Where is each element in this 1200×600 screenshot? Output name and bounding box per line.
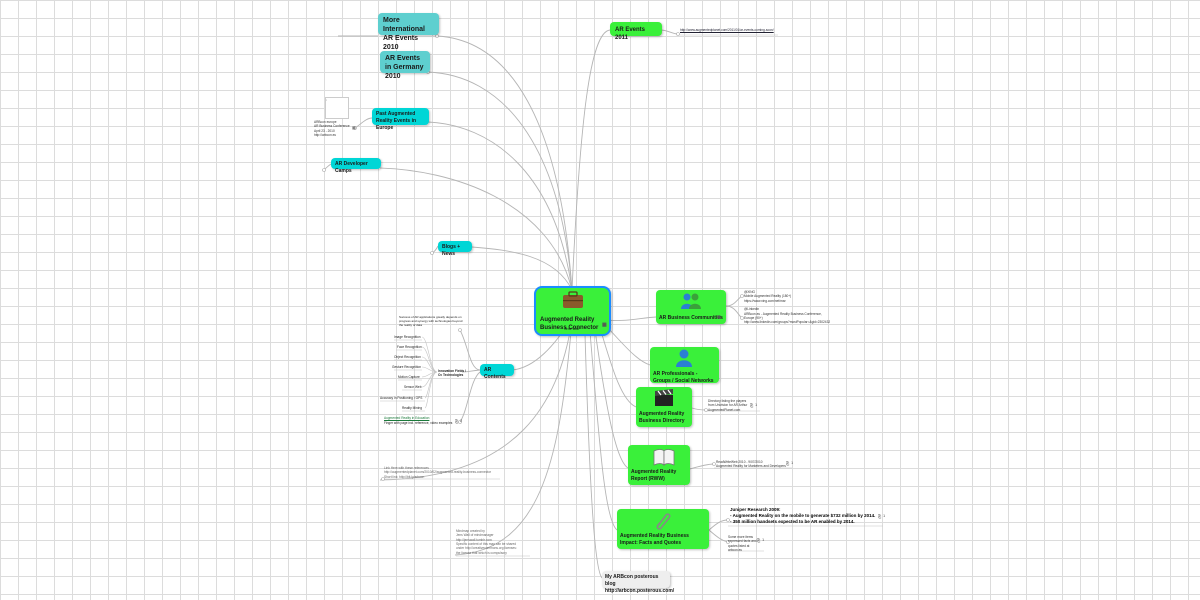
report-title: Augmented Reality Report (RWW) — [631, 469, 677, 482]
image-placeholder-icon: ▫ — [325, 97, 349, 119]
node-dev-camps[interactable]: AR Developer Camps — [331, 158, 381, 174]
node-report[interactable]: Augmented Reality Report (RWW) — [628, 445, 690, 485]
juniper-count: 1 — [883, 513, 886, 518]
node-professionals[interactable]: AR Professionals - Groups / Social Netwo… — [650, 347, 719, 384]
report-note: ReadWriteWeb 2010 - 9/07/2010 Augmented … — [716, 460, 786, 469]
node-business-impact[interactable]: Augmented Reality Business Impact: Facts… — [617, 509, 709, 549]
node-ar-events-2011[interactable]: AR Events 2011 — [610, 22, 662, 41]
directory-note: Directory listing the players from Univi… — [708, 399, 748, 412]
node-blog[interactable]: My ARBcon posterous blog http://arbcon.p… — [602, 571, 674, 594]
central-sublabel: Jens Wall — [564, 327, 580, 331]
node-business-communities[interactable]: AR Business Communities ▦ — [656, 290, 726, 324]
paperclip-icon — [652, 512, 672, 530]
field-face-recognition[interactable]: Face Recognition — [397, 345, 422, 349]
attachment-icon: ⎘ — [786, 461, 790, 466]
field-image-recognition[interactable]: Image Recognition — [394, 335, 421, 339]
field-gesture-recognition[interactable]: Gesture Recognition — [392, 365, 422, 369]
juniper-line1: - Augmented Reality on the mobile to gen… — [730, 513, 876, 518]
user-icon — [674, 349, 694, 367]
education-count: 2 — [460, 418, 463, 423]
briefcase-icon — [562, 291, 584, 309]
quotes-count: 1 — [762, 537, 765, 542]
field-object-recognition[interactable]: Object Recognition — [394, 355, 421, 359]
bottom-note: Mindmap created by Jens Wall of mindmana… — [456, 529, 517, 555]
central-title: Augmented Reality Business Connector — [540, 317, 599, 331]
ar-contents-intro: Success of AR applications greatly depen… — [399, 315, 463, 327]
communities-title: AR Business Communities — [659, 315, 723, 321]
central-topic[interactable]: Augmented Reality Business Connector Jen… — [534, 286, 611, 336]
juniper-title: Juniper Research 2009: — [730, 507, 781, 512]
notes-icon: ▦ — [602, 322, 607, 328]
education-sub: Finger with page incl. reference, video … — [384, 421, 453, 425]
related-links-note: Link Here with these references http://a… — [384, 466, 492, 479]
communities-note: @XING Mobile Augmented Reality (180+) ht… — [744, 290, 831, 325]
directory-count: 1 — [755, 402, 758, 407]
node-past-events[interactable]: Past Augmented Reality Events in Europe — [372, 108, 429, 131]
node-ar-contents[interactable]: AR Contents — [480, 364, 514, 380]
field-motion-capture[interactable]: Motion Capture — [398, 375, 420, 379]
node-germany-events[interactable]: AR Events in Germany 2010 — [380, 51, 430, 80]
clapperboard-icon — [654, 389, 674, 407]
impact-title: Augmented Reality Business Impact: Facts… — [620, 533, 689, 546]
blog-title: My ARBcon posterous blog — [605, 574, 659, 587]
book-icon — [653, 448, 675, 466]
report-count: 1 — [791, 460, 794, 465]
ar-events-2011-url[interactable]: http://www.augmentedplanet.com/2011/01/a… — [680, 28, 774, 32]
attachment-icon: ⎘ — [455, 419, 459, 424]
past-events-note: ARBcon europe AR Business Conference Apr… — [314, 120, 350, 137]
node-intl-events[interactable]: More International AR Events 2010 — [378, 13, 439, 51]
education-link[interactable]: Augmented Reality in Education — [384, 416, 430, 420]
directory-title: Augmented Reality Business Directory — [639, 411, 685, 424]
field-accuracy-gps[interactable]: Accuracy in Positioning / GPS — [380, 396, 423, 400]
notes-icon: ▦ — [352, 125, 356, 130]
attachment-icon: ⎘ — [750, 403, 754, 408]
attachment-icon: ⎘ — [757, 538, 761, 543]
quotes-note: Some more items expressed facts and quot… — [728, 535, 757, 552]
notes-icon: ▦ — [717, 314, 721, 319]
node-directory[interactable]: Augmented Reality Business Directory — [636, 387, 692, 427]
innovation-fields-label[interactable]: Innovation Fields / Cv Technologies — [438, 369, 466, 378]
node-blogs-news[interactable]: Blogs + News — [438, 241, 472, 257]
users-icon — [680, 292, 702, 310]
attachment-icon: ⎘ — [878, 514, 882, 519]
professionals-title: AR Professionals - Groups / Social Netwo… — [653, 371, 714, 384]
blog-url[interactable]: http://arbcon.posterous.com/ — [605, 587, 675, 594]
field-sensor-web[interactable]: Sensor Web — [404, 385, 422, 389]
field-reality-mining[interactable]: Reality Mining — [402, 406, 423, 410]
juniper-line2: - 350 million handsets expected to be AR… — [730, 519, 855, 524]
